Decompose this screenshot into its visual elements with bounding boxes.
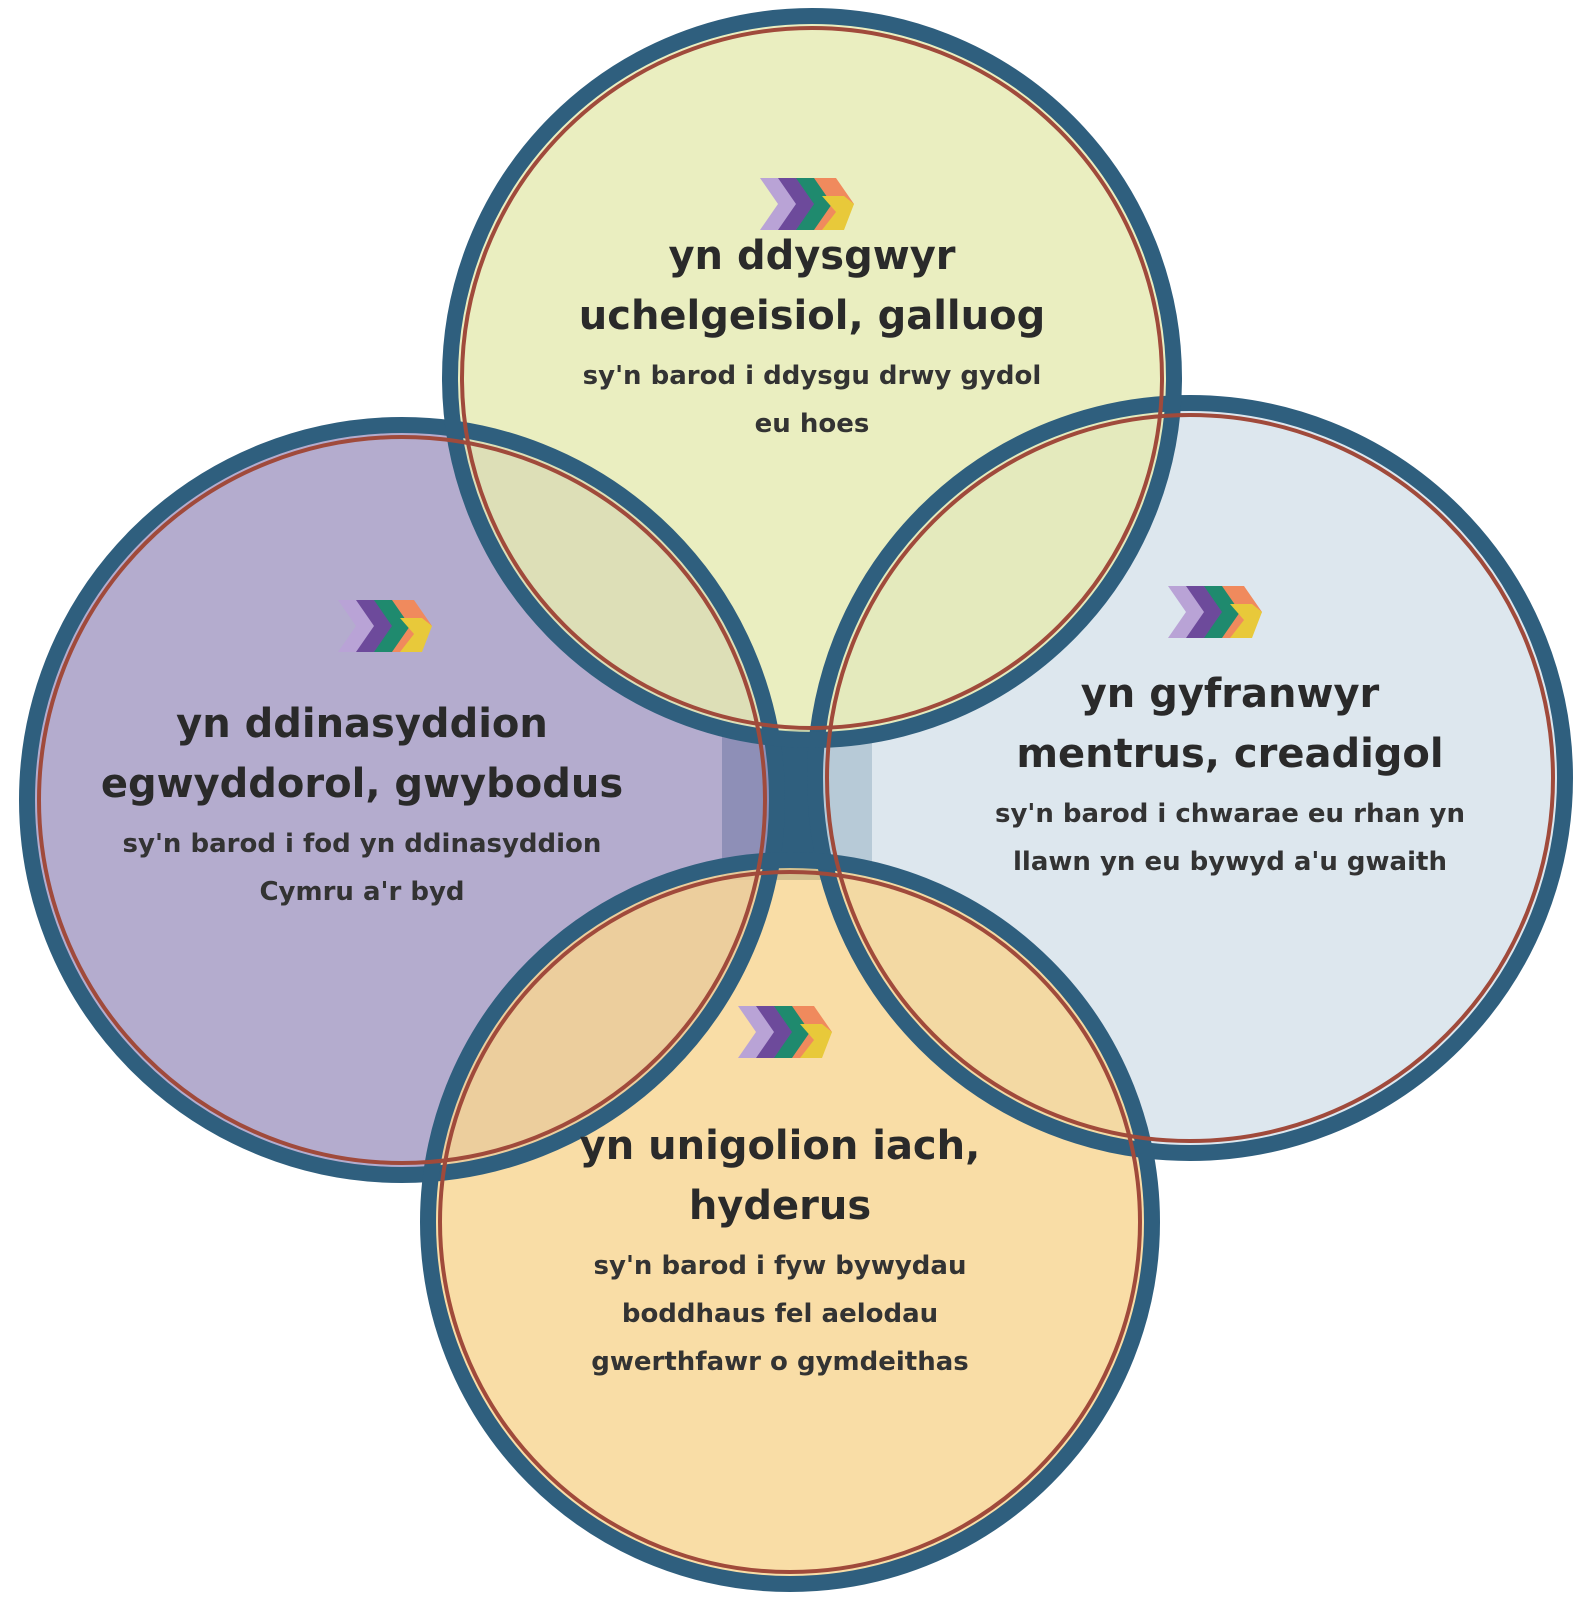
chevrons-logo-icon xyxy=(338,600,432,652)
circle-top-inner-ring xyxy=(460,26,1164,730)
circle-bottom-sub-line-2: boddhaus fel aelodau xyxy=(621,1299,939,1329)
circle-top-fill xyxy=(450,16,1174,740)
circle-left-sub-line-2: Cymru a'r byd xyxy=(259,877,465,907)
circle-bottom-heading-line-2: hyderus xyxy=(688,1183,872,1229)
circle-left-inner-ring xyxy=(37,435,767,1165)
circle-bottom-sub-line-1: sy'n barod i fyw bywydau xyxy=(593,1251,967,1281)
circle-right-ring xyxy=(807,395,1573,1161)
circle-right-heading-line-2: mentrus, creadigol xyxy=(1016,731,1444,777)
circle-bottom-ring xyxy=(420,852,1160,1592)
circle-left-text: yn ddinasyddion egwyddorol, gwybodus sy'… xyxy=(82,694,642,916)
chevrons-logo-icon xyxy=(1168,586,1262,638)
circle-right-text: yn gyfranwyr mentrus, creadigol sy'n bar… xyxy=(950,664,1510,886)
circle-bottom-inner-ring xyxy=(438,870,1142,1574)
circle-left-heading-line-2: egwyddorol, gwybodus xyxy=(100,761,624,807)
circle-right-inner-ring xyxy=(825,413,1555,1143)
circle-top-sub-line-2: eu hoes xyxy=(754,409,870,439)
circle-bottom-text: yn unigolion iach, hyderus sy'n barod i … xyxy=(500,1116,1060,1386)
circle-top-sub-line-1: sy'n barod i ddysgu drwy gydol xyxy=(582,361,1042,391)
circle-top-ring xyxy=(442,8,1182,748)
circle-left-ring xyxy=(19,417,785,1183)
circle-left-heading-line-1: yn ddinasyddion xyxy=(176,701,548,747)
circle-bottom-heading-line-1: yn unigolion iach, xyxy=(579,1123,981,1169)
circle-right-sub-line-1: sy'n barod i chwarae eu rhan yn xyxy=(994,799,1466,829)
circle-bottom-fill xyxy=(428,860,1152,1584)
circle-bottom-sub-line-3: gwerthfawr o gymdeithas xyxy=(591,1347,969,1377)
circle-top-text: yn ddysgwyr uchelgeisiol, galluog sy'n b… xyxy=(532,226,1092,448)
circle-right-heading-line-1: yn gyfranwyr xyxy=(1080,671,1380,717)
chevrons-logo-icon xyxy=(760,178,854,230)
circle-right-sub-line-2: llawn yn eu bywyd a'u gwaith xyxy=(1013,847,1447,877)
circle-left-sub-line-1: sy'n barod i fod yn ddinasyddion xyxy=(122,829,602,859)
circle-top-heading-line-2: uchelgeisiol, galluog xyxy=(578,293,1046,339)
circle-top-heading-line-1: yn ddysgwyr xyxy=(668,233,956,279)
chevrons-logo-icon xyxy=(738,1006,832,1058)
